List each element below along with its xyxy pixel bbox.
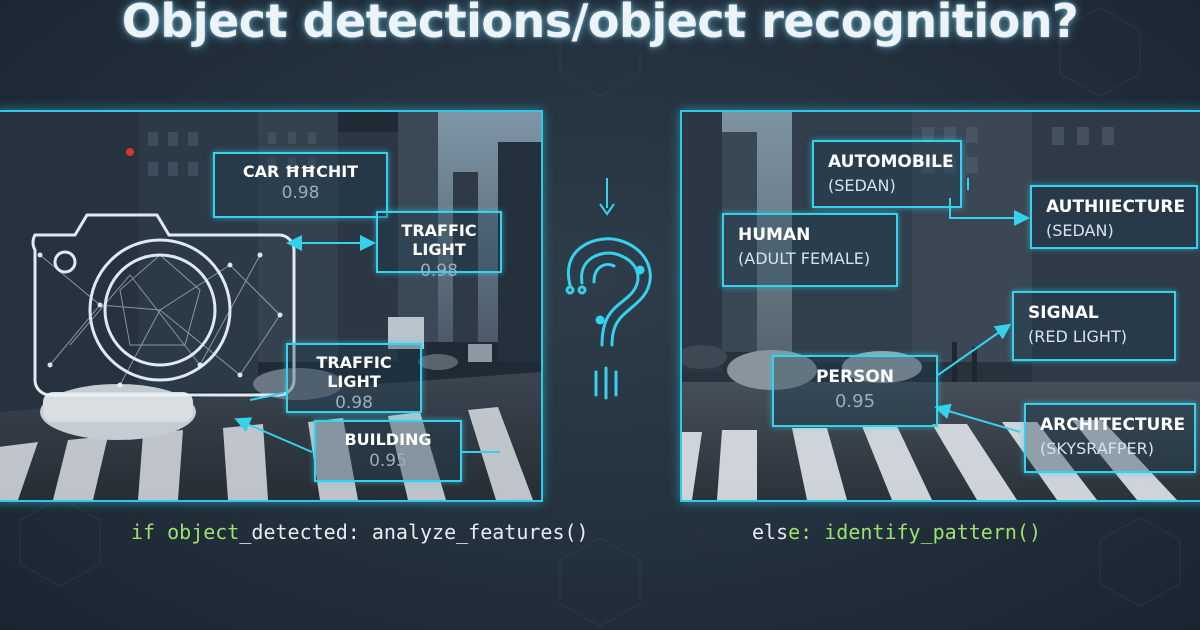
detection-label: TRAFFIC LIGHT xyxy=(401,221,477,259)
camera-network-icon xyxy=(31,213,296,397)
detection-panel xyxy=(0,110,543,502)
recognition-box-automobile[interactable]: AUTOMOBILE (SEDAN) xyxy=(812,140,962,208)
recognition-label: AUTOMOBILE xyxy=(828,152,954,172)
detection-box-traffic-light-2[interactable]: TRAFFIC LIGHT 0.98 xyxy=(286,343,422,413)
recognition-label: PERSON xyxy=(815,367,895,387)
recognition-label: HUMAN xyxy=(738,225,811,245)
detection-label: CAR ĦĦCHIT xyxy=(242,162,359,181)
detection-box-traffic-light-1[interactable]: TRAFFIC LIGHT 0.98 xyxy=(376,211,502,281)
recognition-detail: (SKYSRAFPER) xyxy=(1040,439,1154,458)
detection-score: 0.98 xyxy=(420,261,458,281)
recognition-label: AUTHIIECTURE xyxy=(1046,197,1186,217)
recognition-box-authiiecture[interactable]: AUTHIIECTURE (SEDAN) xyxy=(1030,185,1198,249)
recognition-score: 0.95 xyxy=(834,391,876,412)
detection-box-car[interactable]: CAR ĦĦCHIT 0.98 xyxy=(213,152,388,218)
detection-score: 0.98 xyxy=(335,393,373,413)
detection-label: TRAFFIC LIGHT xyxy=(316,353,392,391)
code-snippet-left: if object_detected: analyze_features() xyxy=(131,520,589,544)
page-title: Object detections/object recognition? xyxy=(121,0,1079,48)
recognition-box-architecture[interactable]: ARCHITECTURE (SKYSRAFPER) xyxy=(1024,403,1196,473)
code-text: etected: analyze_features() xyxy=(263,520,589,544)
recognition-detail: (SEDAN) xyxy=(1046,221,1114,240)
detection-score: 0.95 xyxy=(369,451,407,471)
recognition-detail: (RED LIGHT) xyxy=(1028,327,1127,346)
code-text: els xyxy=(752,520,789,544)
street-scene-right xyxy=(682,112,1200,500)
code-snippet-right: else: identify_pattern() xyxy=(752,520,1041,544)
code-keyword: if object xyxy=(131,520,240,544)
recognition-box-signal[interactable]: SIGNAL (RED LIGHT) xyxy=(1012,291,1176,361)
recognition-detail: (SEDAN) xyxy=(828,176,896,195)
recognition-panel xyxy=(680,110,1200,502)
recognition-label: ARCHITECTURE xyxy=(1040,415,1186,435)
street-scene-left xyxy=(0,112,541,500)
detection-label: BUILDING xyxy=(344,430,432,449)
recognition-label: SIGNAL xyxy=(1028,303,1099,323)
detection-box-building[interactable]: BUILDING 0.95 xyxy=(314,420,462,482)
recognition-box-person[interactable]: PERSON 0.95 xyxy=(772,355,938,427)
code-keyword: e: identify_pattern() xyxy=(788,520,1041,544)
detection-score: 0.98 xyxy=(281,183,320,203)
recognition-box-human[interactable]: HUMAN (ADULT FEMALE) xyxy=(722,213,898,287)
code-text: _d xyxy=(239,520,264,544)
recognition-detail: (ADULT FEMALE) xyxy=(738,249,871,268)
